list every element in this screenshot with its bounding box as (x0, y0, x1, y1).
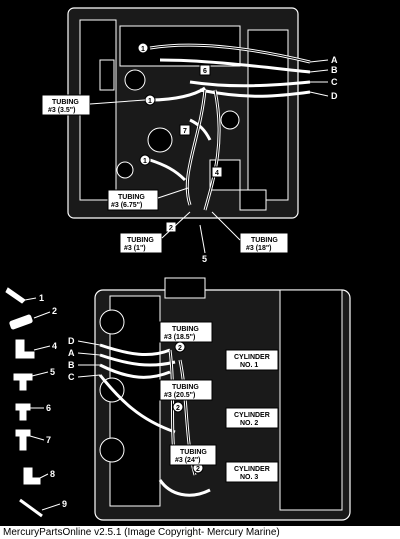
svg-text:TUBING: TUBING (172, 326, 199, 333)
svg-text:B: B (331, 65, 338, 75)
bottom-letter-c: C (68, 372, 75, 382)
part-8-elbow: 8 (23, 467, 55, 485)
part-9-tubing: 9 (19, 498, 67, 518)
top-callout-4: 4 (211, 166, 223, 178)
svg-text:#3 (20.5"): #3 (20.5") (164, 392, 195, 399)
bottom-callout-2b: 2 (172, 401, 184, 413)
top-tubing-label-1: TUBING #3 (1") (119, 211, 191, 254)
svg-text:A: A (68, 348, 75, 358)
top-callout-1b: 1 (144, 94, 156, 106)
svg-text:4: 4 (215, 170, 219, 177)
part-5-tee-fitting: 5 (13, 367, 55, 391)
svg-text:NO. 1: NO. 1 (240, 362, 258, 369)
top-callout-1c: 1 (139, 154, 151, 166)
svg-text:6: 6 (203, 68, 207, 75)
bottom-letter-b: B (68, 360, 75, 370)
top-tubing-label-6-75: TUBING #3 (6.75") (107, 187, 189, 211)
svg-text:NO. 2: NO. 2 (240, 420, 258, 427)
bottom-engine-view (94, 277, 351, 521)
bottom-letter-d: D (68, 336, 75, 346)
svg-text:B: B (68, 360, 75, 370)
cylinder-2-label: CYLINDER NO. 2 (225, 407, 279, 429)
svg-text:4: 4 (52, 341, 57, 351)
svg-text:9: 9 (62, 499, 67, 509)
svg-text:CYLINDER: CYLINDER (234, 354, 270, 361)
part-2-check-valve: 2 (9, 306, 57, 330)
part-1-fitting: 1 (5, 287, 44, 304)
part-7-tee-fitting: 7 (15, 429, 51, 451)
svg-text:2: 2 (196, 466, 200, 473)
svg-text:TUBING: TUBING (180, 449, 207, 456)
svg-text:2: 2 (52, 306, 57, 316)
svg-text:1: 1 (148, 98, 152, 105)
bottom-tubing-label-24: TUBING #3 (24") (169, 444, 217, 466)
svg-text:D: D (68, 336, 75, 346)
svg-text:8: 8 (50, 469, 55, 479)
svg-text:2: 2 (169, 225, 173, 232)
svg-text:TUBING: TUBING (118, 194, 145, 201)
cylinder-3-label: CYLINDER NO. 3 (225, 461, 279, 483)
svg-text:#3 (6.75"): #3 (6.75") (111, 202, 142, 209)
part-6-tee-fitting: 6 (15, 403, 51, 421)
top-callout-2: 2 (165, 221, 177, 233)
svg-text:1: 1 (39, 293, 44, 303)
cylinder-1-label: CYLINDER NO. 1 (225, 349, 279, 371)
bottom-callout-2a: 2 (174, 341, 186, 353)
top-callout-1a: 1 (137, 42, 149, 54)
svg-text:2: 2 (176, 405, 180, 412)
top-letter-c: C (331, 77, 338, 87)
top-tubing-label-18: TUBING #3 (18") (211, 211, 289, 254)
top-callout-7: 7 (179, 124, 191, 136)
svg-text:CYLINDER: CYLINDER (234, 412, 270, 419)
svg-text:6: 6 (46, 403, 51, 413)
top-letter-a: A (331, 55, 338, 65)
svg-text:2: 2 (178, 345, 182, 352)
svg-text:1: 1 (141, 46, 145, 53)
svg-text:#3 (24"): #3 (24") (175, 457, 201, 464)
svg-text:TUBING: TUBING (172, 384, 199, 391)
bottom-tubing-label-20-5: TUBING #3 (20.5") (159, 379, 213, 401)
top-letter-b: B (331, 65, 338, 75)
svg-text:1: 1 (143, 158, 147, 165)
svg-text:#3 (18.5"): #3 (18.5") (164, 334, 195, 341)
svg-text:7: 7 (183, 128, 187, 135)
bottom-letter-a: A (68, 348, 75, 358)
svg-text:7: 7 (46, 435, 51, 445)
svg-text:C: C (331, 77, 338, 87)
part-4-elbow-fitting: 4 (15, 339, 57, 359)
svg-text:#3 (1"): #3 (1") (124, 245, 146, 252)
svg-text:TUBING: TUBING (127, 237, 154, 244)
svg-text:A: A (331, 55, 338, 65)
top-callout-5: 5 (202, 254, 207, 264)
top-tubing-label-3-5: TUBING #3 (3.5") (41, 94, 146, 116)
svg-text:CYLINDER: CYLINDER (234, 466, 270, 473)
svg-text:#3 (3.5"): #3 (3.5") (48, 107, 75, 114)
svg-text:5: 5 (50, 367, 55, 377)
svg-text:C: C (68, 372, 75, 382)
svg-text:NO. 3: NO. 3 (240, 474, 258, 481)
top-letter-d: D (331, 91, 338, 101)
top-engine-view (67, 7, 329, 219)
image-caption: MercuryPartsOnline v2.5.1 (Image Copyrig… (0, 526, 400, 539)
svg-text:D: D (331, 91, 338, 101)
svg-text:TUBING: TUBING (52, 99, 79, 106)
svg-text:5: 5 (202, 254, 207, 264)
svg-text:#3 (18"): #3 (18") (246, 245, 272, 252)
svg-text:TUBING: TUBING (251, 237, 278, 244)
top-callout-6: 6 (199, 64, 211, 76)
bottom-tubing-label-18-5: TUBING #3 (18.5") (159, 321, 213, 343)
